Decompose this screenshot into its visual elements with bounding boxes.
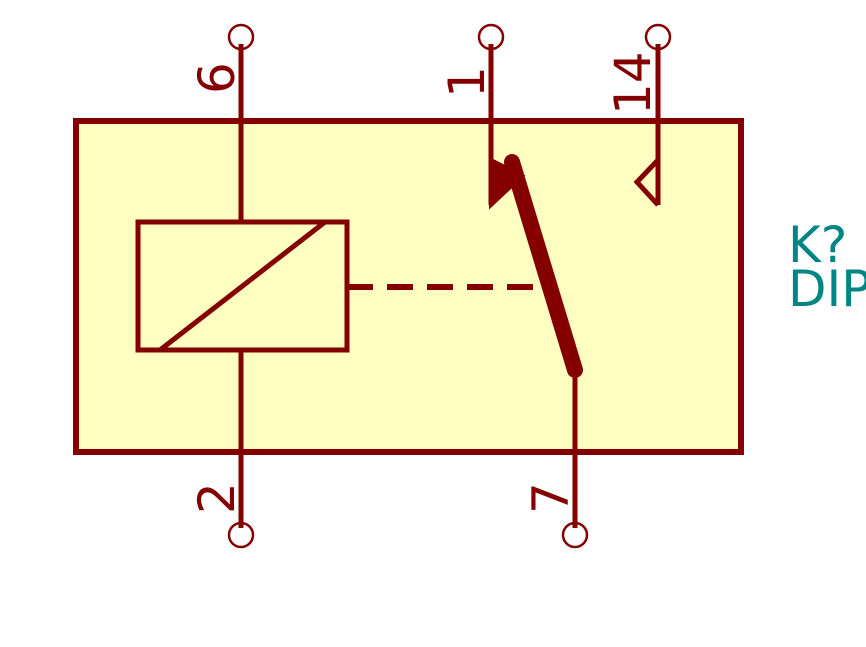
pin-number-6: 6 [188,62,246,94]
pin-end-6[interactable] [227,23,255,51]
reference-designator[interactable]: K? [788,216,847,274]
pin-number-7: 7 [522,482,580,514]
pin-end-1[interactable] [477,23,505,51]
pin-number-1: 1 [438,66,496,98]
pin-end-7[interactable] [561,521,589,549]
value-field[interactable]: DIP [788,260,866,318]
switch-armature [504,154,583,378]
pin-number-14: 14 [604,51,662,115]
relay-coil-diagonal [158,220,327,352]
pin-end-14[interactable] [644,23,672,51]
pin-number-2: 2 [188,482,246,514]
no-contact-arrow [633,158,660,207]
pin-end-2[interactable] [227,521,255,549]
